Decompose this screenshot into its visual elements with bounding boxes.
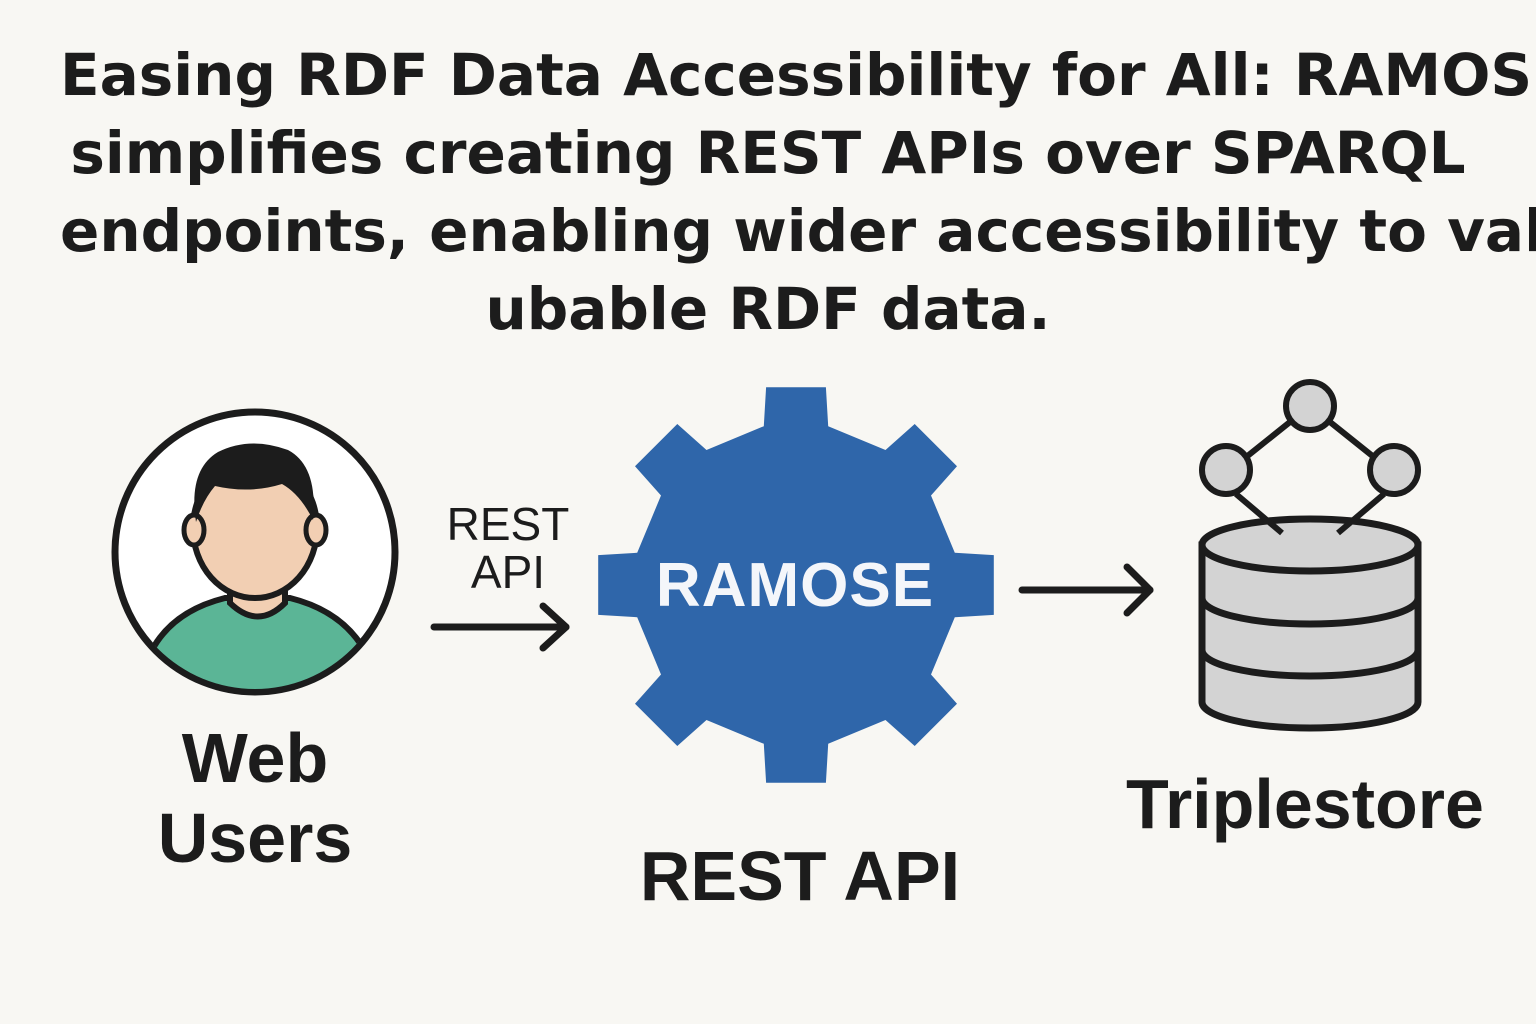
title-line-4: ubable RDF data. — [485, 275, 1051, 343]
users-label: Web Users — [120, 718, 390, 878]
edge-label-line-1: REST — [446, 498, 570, 550]
database-graph-icon — [1198, 379, 1422, 732]
arrow-ramose-to-triplestore — [1018, 563, 1154, 617]
triplestore-label: Triplestore — [1126, 765, 1484, 843]
edge-label-line-2: API — [470, 546, 546, 598]
users-label-line-2: Users — [157, 799, 353, 877]
title-line-1: Easing RDF Data Accessibility for All: R… — [60, 41, 1536, 109]
ramose-caption: REST API — [639, 837, 961, 915]
gear-icon — [598, 387, 994, 783]
arrow-users-to-ramose — [430, 602, 570, 652]
users-label-line-1: Web — [181, 719, 329, 797]
title-line-2: simplifies creating REST APIs over SPARQ… — [70, 119, 1466, 187]
diagram-title: Easing RDF Data Accessibility for All: R… — [60, 36, 1536, 348]
gear-center-label: RAMOSE — [655, 551, 935, 620]
user-avatar-icon — [111, 408, 399, 696]
edge-label-rest-api: REST API — [440, 500, 576, 596]
title-line-3: endpoints, enabling wider accessibility … — [60, 197, 1536, 265]
